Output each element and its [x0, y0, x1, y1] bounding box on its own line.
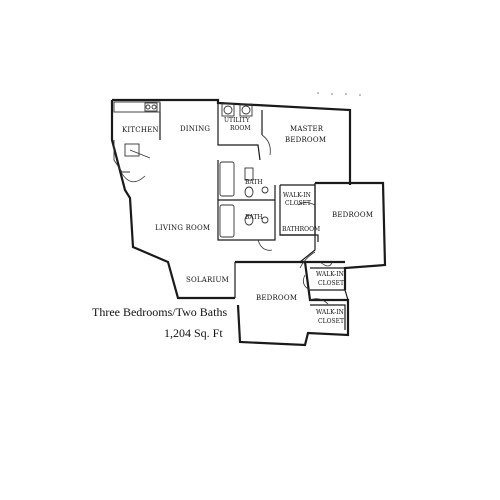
caption-bed-bath: Three Bedrooms/Two Baths — [92, 305, 228, 319]
label-bath-1: BATH — [245, 179, 263, 186]
label-dining: DINING — [180, 125, 210, 133]
label-walkin2-2: CLOSET — [318, 280, 344, 287]
interior-walls — [159, 103, 346, 330]
label-walkin3-1: WALK-IN — [316, 309, 344, 316]
label-utility-1: UTILITY — [224, 117, 251, 124]
decorative-dots — [317, 92, 361, 96]
label-walkin3-2: CLOSET — [318, 318, 344, 325]
label-kitchen: KITCHEN — [122, 126, 159, 134]
label-walkin-2: CLOSET — [285, 200, 311, 207]
label-bath-2: BATH — [245, 214, 263, 221]
label-bedroom-right: BEDROOM — [332, 211, 373, 219]
label-walkin2-1: WALK-IN — [316, 271, 344, 278]
label-master-1: MASTER — [290, 125, 324, 133]
label-bedroom-bottom: BEDROOM — [256, 294, 297, 302]
bath-fixtures — [219, 161, 273, 251]
caption-square-feet: 1,204 Sq. Ft — [164, 326, 223, 340]
door-swings — [297, 202, 333, 305]
label-utility-2: ROOM — [230, 125, 251, 132]
label-walkin-1: WALK-IN — [283, 192, 311, 199]
label-living-room: LIVING ROOM — [155, 224, 210, 232]
label-bathroom-closet: BATHROOM — [282, 226, 320, 233]
kitchen-fixtures — [113, 101, 161, 183]
utility-fixtures — [221, 103, 271, 156]
label-solarium: SOLARIUM — [186, 276, 229, 284]
label-master-2: BEDROOM — [285, 136, 326, 144]
